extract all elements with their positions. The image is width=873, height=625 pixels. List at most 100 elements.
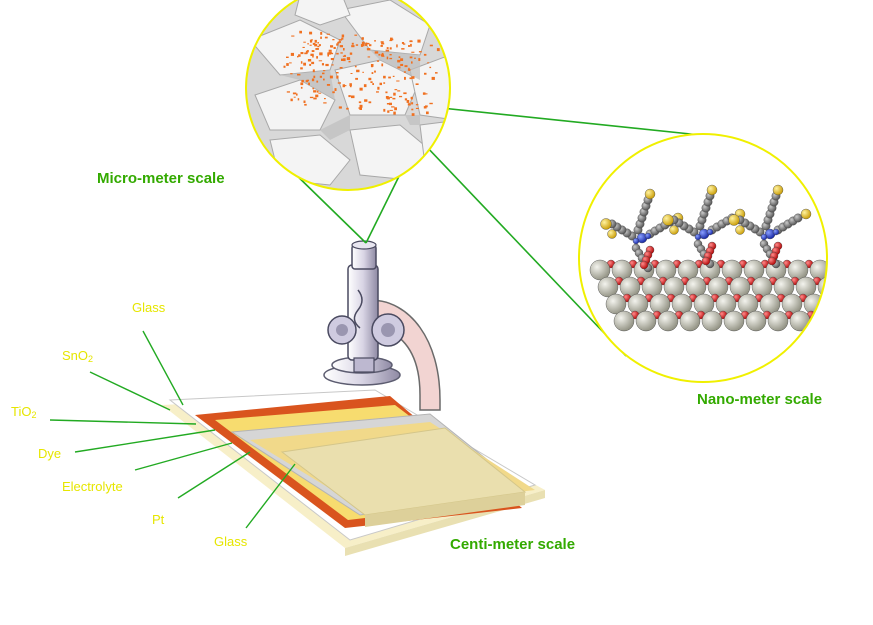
dye-particle	[290, 52, 294, 56]
titanium-atom	[832, 260, 852, 280]
dye-particle	[414, 57, 416, 59]
dye-particle	[407, 103, 411, 106]
dye-particle	[350, 73, 353, 74]
sulfur-atom	[644, 188, 656, 200]
dye-particle	[386, 56, 389, 60]
dye-particle	[429, 44, 433, 47]
dye-particle	[322, 72, 325, 75]
dye-particle	[336, 75, 339, 79]
dye-particle	[317, 45, 320, 48]
dye-particle	[303, 41, 306, 43]
dye-particle	[312, 69, 315, 73]
dye-particle	[334, 88, 337, 91]
dye-particle	[316, 80, 319, 83]
dye-particle	[359, 87, 363, 91]
titanium-atom	[840, 277, 860, 297]
dye-particle	[337, 82, 341, 84]
dye-particle	[351, 45, 355, 48]
oxygen-atom	[767, 256, 777, 266]
dye-particle	[341, 34, 345, 38]
dye-particle	[312, 54, 314, 58]
dye-particle	[304, 103, 307, 106]
dye-particle	[300, 86, 303, 89]
dye-particle	[307, 59, 312, 62]
dye-particle	[297, 55, 299, 58]
leader-glass-top	[142, 330, 184, 406]
dye-particle	[314, 39, 317, 43]
dye-particle	[424, 72, 427, 75]
nitrogen-atom	[772, 228, 780, 236]
sulfur-atom	[735, 225, 745, 235]
leader-sno2	[89, 371, 171, 411]
dye-particle	[329, 75, 333, 79]
leader-dye	[74, 429, 216, 453]
dye-particle	[319, 52, 323, 56]
dye-particle	[411, 113, 415, 116]
dye-particle	[402, 43, 406, 45]
dye-particle	[309, 96, 314, 99]
dye-particle	[371, 64, 373, 68]
dye-particle	[300, 52, 304, 55]
dye-particle	[297, 73, 301, 76]
dye-particle	[436, 48, 440, 52]
dye-particle	[415, 83, 419, 85]
nitrogen-atom	[694, 233, 702, 241]
titanium-atom	[789, 310, 811, 332]
sulfur-atom	[800, 208, 812, 220]
dye-particle	[374, 70, 376, 73]
dye-particle	[381, 63, 384, 67]
dye-particle	[312, 42, 316, 45]
dye-particle	[410, 96, 413, 100]
leader-lines	[49, 330, 296, 529]
dye-particle	[389, 39, 393, 42]
dye-particle	[296, 93, 298, 96]
dye-particles	[283, 30, 442, 116]
dye-particle	[328, 49, 332, 52]
dye-particle	[297, 98, 300, 101]
solar-cell-stack	[162, 389, 545, 556]
label-sno2: SnO2	[62, 348, 94, 364]
titanium-atom	[589, 259, 611, 281]
dye-particle	[309, 63, 312, 66]
dye-particle	[400, 58, 404, 61]
dye-particle	[404, 65, 408, 68]
dye-particle	[374, 51, 379, 54]
dye-particle	[376, 91, 379, 93]
nano-scale-label: Nano-meter scale	[697, 391, 823, 408]
dye-particle	[358, 107, 362, 109]
dye-particle	[367, 56, 371, 58]
titanium-atom	[834, 311, 854, 331]
dye-particle	[406, 100, 410, 103]
dye-particle	[393, 92, 396, 96]
dye-particle	[408, 67, 410, 70]
dye-particle	[313, 90, 317, 93]
microscope-tube	[347, 264, 379, 361]
dye-particle	[386, 103, 390, 105]
dye-particle	[316, 56, 318, 59]
dye-particle	[401, 42, 405, 44]
dye-particle	[291, 35, 295, 37]
dye-particle	[290, 98, 293, 102]
nitrogen-atom	[760, 233, 768, 241]
dye-particle	[415, 104, 419, 106]
dye-particle	[356, 69, 360, 73]
dye-particle	[302, 46, 305, 48]
dye-particle	[361, 37, 364, 40]
label-glass-top: Glass	[132, 300, 166, 315]
dye-particle	[341, 58, 345, 61]
titanium-atom	[811, 310, 827, 332]
dye-particle	[366, 48, 370, 50]
dye-particle	[313, 75, 316, 79]
dye-particle	[324, 36, 328, 39]
dye-particle	[385, 49, 390, 52]
dye-particle	[379, 82, 382, 86]
dye-particle	[370, 81, 373, 83]
dye-particle	[372, 83, 374, 85]
oxygen-atom	[639, 260, 649, 270]
dye-particle	[338, 39, 343, 41]
dye-particle	[355, 77, 358, 80]
dye-particle	[293, 96, 296, 98]
dye-particle	[326, 84, 331, 86]
dye-particle	[338, 41, 341, 43]
dye-particle	[426, 111, 429, 115]
